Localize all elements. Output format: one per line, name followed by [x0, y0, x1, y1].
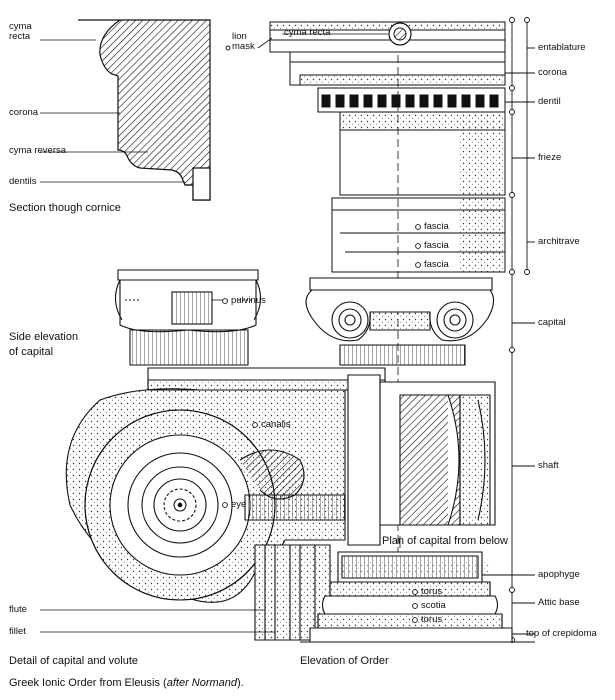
label-cyma-reversa: cyma reversa — [9, 145, 67, 156]
attic-base — [300, 551, 535, 643]
label-frieze: frieze — [538, 152, 562, 163]
label-torus-1: torus — [421, 586, 443, 597]
label-fascia-1: fascia — [424, 221, 449, 232]
entablature-elevation — [269, 21, 506, 570]
label-entablature: entablature — [538, 42, 586, 53]
label-pulvinus: pulvinus — [231, 295, 266, 306]
label-scotia: scotia — [421, 600, 446, 611]
figure-caption: Greek Ionic Order from Eleusis (after No… — [9, 677, 244, 690]
label-top-of-crepidoma: top of crepidoma — [526, 628, 597, 639]
lion-mask-leader — [257, 33, 388, 49]
caption-plan-capital: Plan of capital from below — [382, 535, 508, 547]
figure-caption-pre: Greek Ionic Order from Eleusis ( — [9, 677, 167, 689]
label-corona-right: corona — [538, 67, 568, 78]
figure-caption-italic: after Normand — [166, 677, 238, 689]
volute-detail — [40, 367, 386, 641]
label-cyma-recta-left: cyma recta — [9, 21, 32, 42]
label-shaft: shaft — [538, 460, 559, 471]
cornice-section — [40, 19, 211, 201]
shaft-and-plan — [347, 374, 496, 548]
label-leaders — [222, 45, 421, 623]
label-apophyge: apophyge — [538, 569, 580, 580]
label-fillet: fillet — [9, 626, 26, 637]
caption-elevation-order: Elevation of Order — [300, 655, 389, 667]
label-architrave: architrave — [538, 236, 580, 247]
label-torus-2: torus — [421, 614, 443, 625]
caption-detail-capital: Detail of capital and volute — [9, 655, 139, 667]
caption-side-elevation: Side elevation of capital — [9, 331, 79, 358]
label-cyma-recta-top: cyma recta — [284, 27, 331, 38]
figure-caption-post: ). — [237, 677, 244, 689]
label-attic-base: Attic base — [538, 597, 580, 608]
label-canalis: canalis — [261, 419, 291, 430]
label-flute: flute — [9, 604, 27, 615]
capital-elevation — [305, 277, 495, 366]
side-elevation-capital — [114, 269, 262, 366]
label-corona-left: corona — [9, 107, 39, 118]
dentil-row — [321, 94, 499, 108]
label-dentil: dentil — [538, 96, 561, 107]
caption-section-cornice: Section though cornice — [9, 202, 121, 214]
label-capital: capital — [538, 317, 566, 328]
label-dentils-left: dentils — [9, 176, 37, 187]
label-fascia-3: fascia — [424, 259, 449, 270]
label-eye: eye — [231, 499, 247, 510]
label-lion-mask: lion mask — [232, 31, 255, 52]
label-fascia-2: fascia — [424, 240, 449, 251]
